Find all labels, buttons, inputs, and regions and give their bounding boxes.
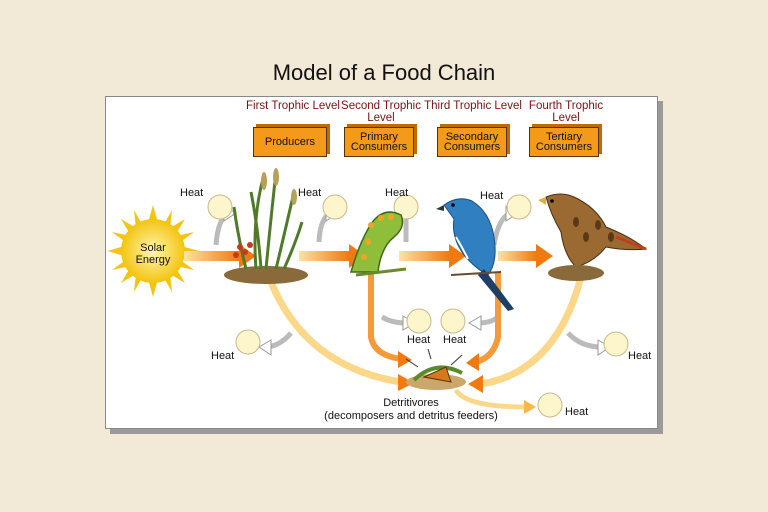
caterpillar-icon [350,211,407,277]
heat-circle-3 [393,194,419,220]
food-chain-graphic [107,168,648,418]
detritivores-label: Detritivores [383,397,439,409]
solar-energy-label: Solar Energy [135,242,171,266]
detritivores-icon [405,348,466,390]
heat-circle-2 [322,194,348,220]
level-3-label: Third Trophic Level [424,100,522,112]
heat-label-8: Heat [628,350,652,362]
detritus-arrows [267,272,585,414]
heat-circle-8 [603,331,629,357]
level-1-label: First Trophic Level [246,100,340,112]
heat-circle-4 [506,194,532,220]
heat-label-9: Heat [565,406,589,418]
heat-circle-7 [440,308,466,334]
bird-icon [436,198,514,311]
diagram-panel: First Trophic Level Second Trophic Level… [105,96,658,429]
heat-circle-9 [537,392,563,418]
level-2-label: Second Trophic Level [341,100,421,124]
tertiary-consumers-box: Tertiary Consumers [529,127,599,157]
level-4-label: Fourth Trophic Level [528,100,604,124]
heat-label-5: Heat [211,350,235,362]
heat-circle-1 [207,194,233,220]
heat-circles [207,194,629,418]
heat-circle-6 [406,308,432,334]
heat-label-1: Heat [180,187,204,199]
grass-icon [224,168,308,284]
producers-box: Producers [253,127,327,157]
hawk-icon [538,193,648,281]
heat-circle-5 [235,329,261,355]
heat-label-3: Heat [385,187,409,199]
secondary-consumers-box: Secondary Consumers [437,127,507,157]
page-title: Model of a Food Chain [272,60,496,85]
heat-label-4: Heat [480,190,504,202]
detritivores-note: (decomposers and detritus feeders) [324,410,498,422]
primary-consumers-box: Primary Consumers [344,127,414,157]
sun-icon [107,205,199,297]
heat-label-7: Heat [443,334,467,346]
heat-label-6: Heat [407,334,431,346]
heat-label-2: Heat [298,187,322,199]
